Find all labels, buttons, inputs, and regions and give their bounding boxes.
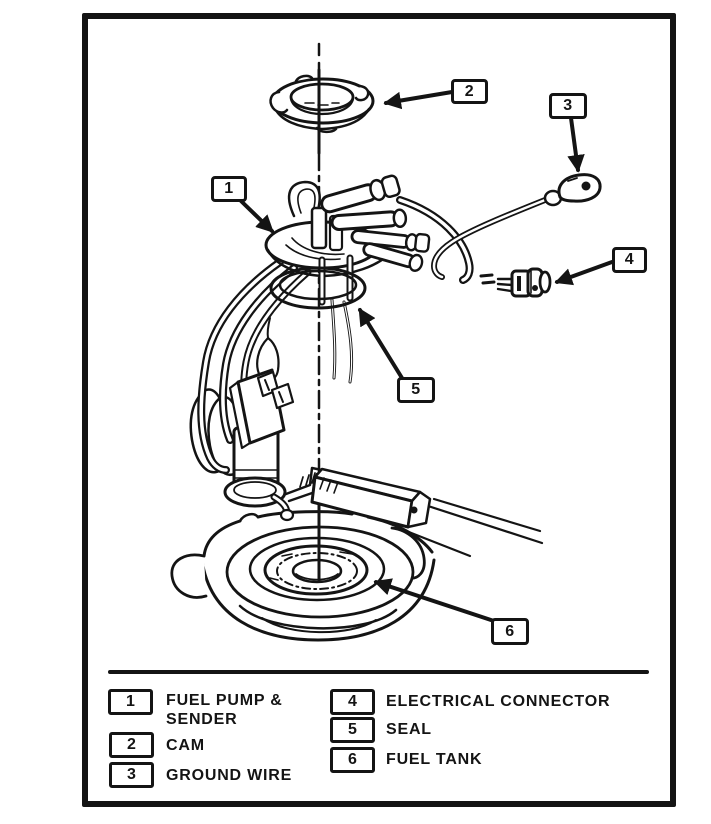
legend-number: 2 <box>127 736 136 753</box>
legend-num-box-3: 3 <box>109 762 154 788</box>
fuel-hoses <box>197 258 312 474</box>
callout-box-3: 3 <box>549 93 587 119</box>
sender-card <box>228 368 295 450</box>
legend-num-box-2: 2 <box>109 732 154 758</box>
callout-arrow-3 <box>567 116 585 173</box>
tank-surface-line <box>432 497 542 533</box>
fuel-pump-sender-assembly <box>189 258 432 529</box>
callout-box-4: 4 <box>612 247 647 273</box>
tank-surface-line <box>423 503 544 545</box>
legend-number: 3 <box>127 766 136 783</box>
callout-arrow-2 <box>383 90 454 110</box>
float <box>310 467 432 529</box>
callout-number: 6 <box>505 622 515 640</box>
legend-number: 1 <box>126 693 135 710</box>
return-tube <box>330 208 408 232</box>
fuel-tank <box>170 497 544 642</box>
tank-lock-tab <box>390 526 426 580</box>
legend-label-1: FUEL PUMP & SENDER <box>166 692 283 728</box>
legend-number: 6 <box>348 751 357 768</box>
callout-box-5: 5 <box>397 377 435 403</box>
legend-num-box-5: 5 <box>330 717 375 743</box>
callout-arrow-1 <box>238 198 274 233</box>
callout-arrow-6 <box>373 578 496 623</box>
fuel-pump-flange <box>264 174 431 306</box>
legend-label-6: FUEL TANK <box>386 751 483 768</box>
fuel-pump-body <box>223 426 295 522</box>
callout-arrows <box>238 90 614 623</box>
legend-label-4: ELECTRICAL CONNECTOR <box>386 693 611 710</box>
tank-opening <box>291 558 343 584</box>
callout-number: 4 <box>624 251 635 268</box>
tank-lock-tab <box>170 553 208 599</box>
legend-num-box-4: 4 <box>330 689 375 715</box>
callout-number: 3 <box>563 97 573 114</box>
separation-dashes <box>479 273 496 285</box>
connector-pigtail <box>396 196 552 298</box>
cam-lock-ring <box>269 74 375 134</box>
callout-number: 2 <box>464 82 475 100</box>
callout-box-1: 1 <box>211 176 247 202</box>
ground-wire <box>431 173 602 280</box>
legend-num-box-6: 6 <box>330 747 375 773</box>
legend-num-box-1: 1 <box>108 689 153 715</box>
sender-wire <box>266 317 271 339</box>
seal-oring <box>269 266 367 310</box>
ring-terminal <box>557 173 602 203</box>
figure-border <box>82 13 676 807</box>
legend-number: 4 <box>348 693 357 710</box>
callout-box-6: 6 <box>491 618 529 645</box>
callout-arrow-5 <box>358 307 404 380</box>
feed-tube <box>362 242 424 272</box>
outlet-tube <box>320 174 401 214</box>
callout-arrow-4 <box>554 260 614 286</box>
legend-label-2: CAM <box>166 737 205 754</box>
callout-number: 5 <box>411 381 421 398</box>
legend-label-3: GROUND WIRE <box>166 767 293 784</box>
callout-box-2: 2 <box>451 79 488 104</box>
legend-number: 5 <box>348 721 357 738</box>
legend-divider <box>108 670 649 674</box>
callout-number: 1 <box>224 180 234 197</box>
legend-label-5: SEAL <box>386 721 432 738</box>
electrical-connector <box>496 267 552 298</box>
